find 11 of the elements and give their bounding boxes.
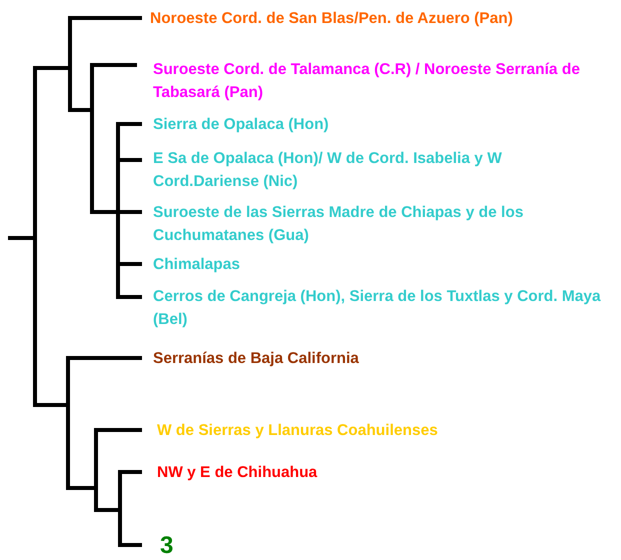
leaf-label: Chimalapas xyxy=(153,256,240,273)
leaf-label: 3 xyxy=(160,532,174,559)
leaf-label: Cerros de Cangreja (Hon), Sierra de los Tuxtlas y Cord. Maya (Bel) xyxy=(153,288,601,328)
leaf-label: Suroeste Cord. de Talamanca (C.R) / Noroeste Serranía de Tabasará (Pan) xyxy=(153,61,580,101)
leaf-label: Noroeste Cord. de San Blas/Pen. de Azuero (Pan) xyxy=(150,10,513,27)
leaf-label: E Sa de Opalaca (Hon)/ W de Cord. Isabelia y W Cord.Dariense (Nic) xyxy=(153,150,502,190)
leaf-label: Sierra de Opalaca (Hon) xyxy=(153,116,329,133)
leaf-label: NW y E de Chihuahua xyxy=(157,464,318,481)
leaf-label: Serranías de Baja California xyxy=(153,350,359,367)
leaf-label: W de Sierras y Llanuras Coahuilenses xyxy=(157,422,438,439)
leaf-label: Suroeste de las Sierras Madre de Chiapas y de los Cuchumatanes (Gua) xyxy=(153,204,524,244)
